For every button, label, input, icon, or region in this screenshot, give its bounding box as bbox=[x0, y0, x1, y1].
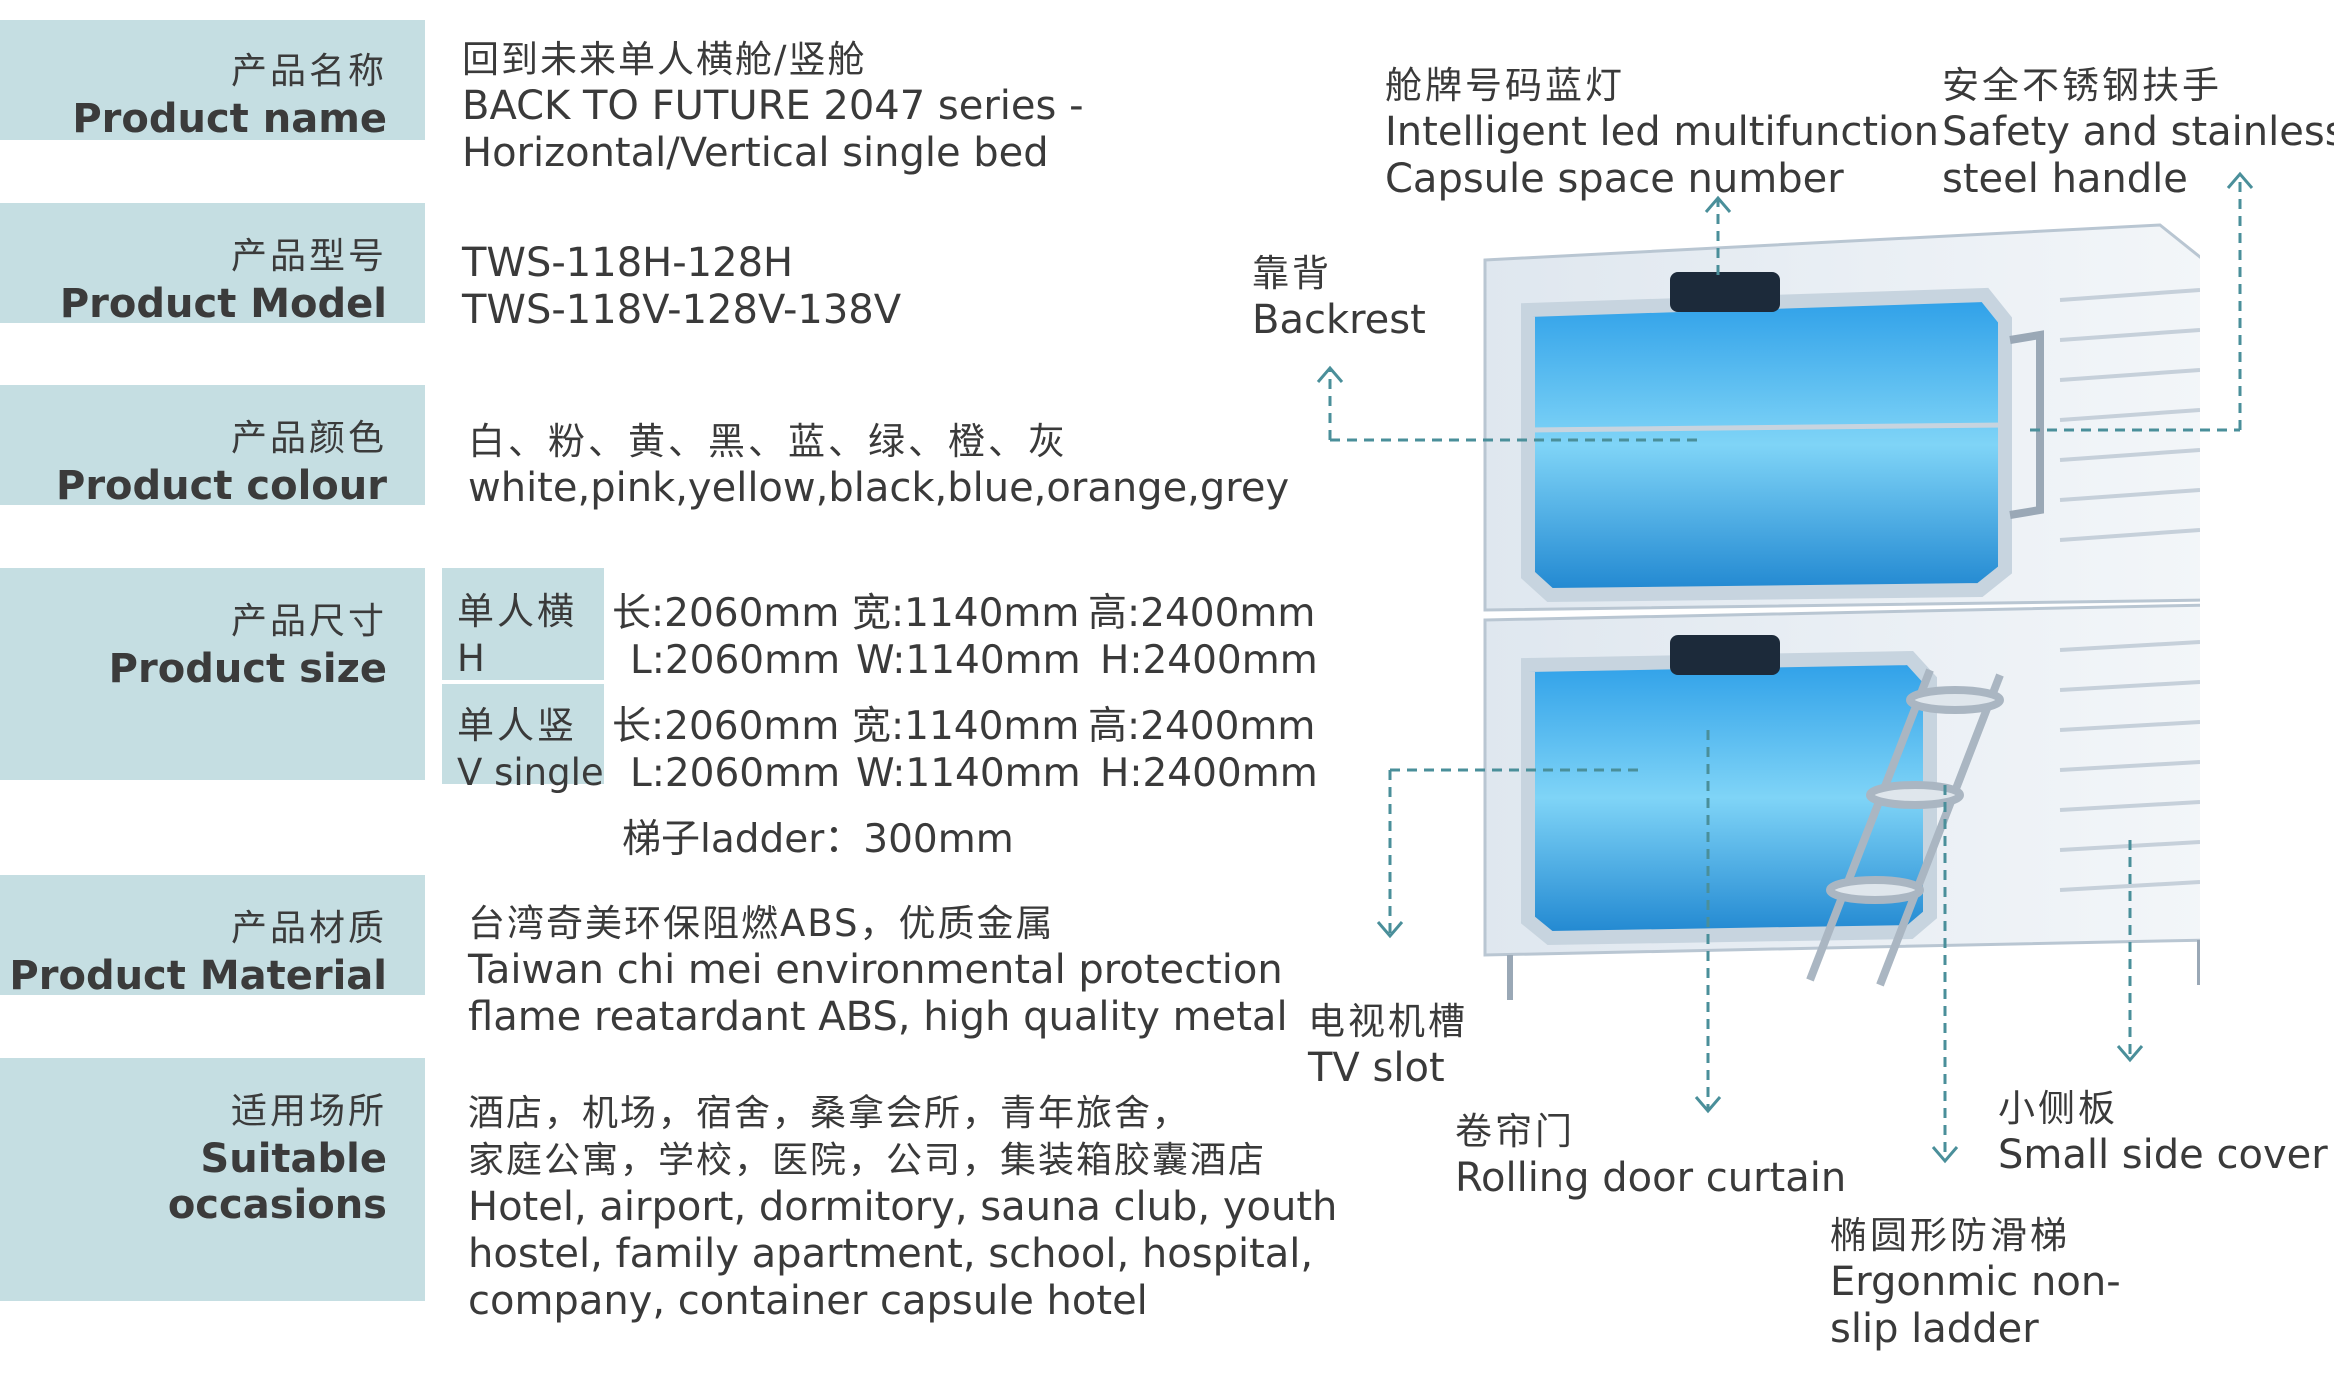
annotation-zh: 卷帘门 bbox=[1455, 1110, 1575, 1153]
spec-label-model: 产品型号 Product Model bbox=[0, 203, 425, 327]
size-dim: 宽:1140mm bbox=[852, 704, 1080, 749]
annotation-backrest: 靠背 Backrest bbox=[1252, 250, 1426, 344]
spec-label-colour: 产品颜色 Product colour bbox=[0, 385, 425, 509]
spec-label-en: Product size bbox=[108, 646, 387, 692]
spec-value-line: flame reatardant ABS, high quality metal bbox=[468, 994, 1288, 1040]
size-tag-v: 单人竖 V single bbox=[442, 684, 604, 794]
spec-label-en: Product name bbox=[72, 96, 387, 142]
annotation-en: Backrest bbox=[1252, 297, 1426, 343]
annotation-handle: 安全不锈钢扶手 Safety and stainless steel handl… bbox=[1942, 62, 2334, 203]
annotation-en: steel handle bbox=[1942, 156, 2188, 202]
annotation-zh: 舱牌号码蓝灯 bbox=[1385, 64, 1625, 107]
led-number-plate bbox=[1670, 272, 1780, 312]
spec-label-zh: 产品型号 bbox=[230, 236, 387, 277]
capsule-bed-illustration bbox=[1483, 223, 2200, 1000]
spec-label-zh: 产品颜色 bbox=[230, 418, 387, 459]
spec-label-en: Suitable occasions bbox=[167, 1136, 387, 1228]
spec-value-line: TWS-118V-128V-138V bbox=[462, 287, 902, 333]
size-dim: L:2060mm bbox=[630, 751, 841, 796]
spec-label-zh: 产品名称 bbox=[230, 51, 387, 92]
annotation-en: Intelligent led multifunction bbox=[1385, 109, 1939, 155]
size-dim: 高:2400mm bbox=[1088, 591, 1316, 636]
spec-value-line: hostel, family apartment, school, hospit… bbox=[468, 1231, 1314, 1277]
spec-value-model: TWS-118H-128H TWS-118V-128V-138V bbox=[462, 240, 901, 334]
spec-value-line: 酒店，机场，宿舍，桑拿会所，青年旅舍， bbox=[468, 1093, 1191, 1134]
spec-label-zh: 产品材质 bbox=[230, 908, 387, 949]
annotation-side-cover: 小侧板 Small side cover bbox=[1998, 1085, 2328, 1179]
lower-capsule bbox=[1483, 603, 2200, 1000]
annotation-en: TV slot bbox=[1308, 1045, 1445, 1091]
size-dim: 宽:1140mm bbox=[852, 591, 1080, 636]
size-dim: 高:2400mm bbox=[1088, 704, 1316, 749]
size-tag-zh: 单人竖 bbox=[457, 704, 577, 747]
annotation-zh: 椭圆形防滑梯 bbox=[1830, 1214, 2070, 1257]
spec-label-en: Product colour bbox=[56, 463, 387, 509]
spec-label-size: 产品尺寸 Product size bbox=[0, 568, 425, 780]
upper-capsule bbox=[1483, 223, 2200, 612]
spec-value-line: 白、粉、黄、黑、蓝、绿、橙、灰 bbox=[468, 420, 1068, 463]
annotation-en: Small side cover bbox=[1998, 1132, 2328, 1178]
spec-label-en: Product Model bbox=[59, 281, 387, 327]
annotation-en: slip ladder bbox=[1830, 1306, 2039, 1352]
annotation-curtain: 卷帘门 Rolling door curtain bbox=[1455, 1108, 1846, 1202]
size-tag-zh: 单人横 bbox=[457, 590, 577, 633]
size-row-v-en: L:2060mm W:1140mm H:2400mm bbox=[612, 750, 1318, 797]
spec-value-occasion: 酒店，机场，宿舍，桑拿会所，青年旅舍， 家庭公寓，学校，医院，公司，集装箱胶囊酒… bbox=[468, 1090, 1337, 1325]
spec-value-line: BACK TO FUTURE 2047 series - bbox=[462, 83, 1084, 129]
annotation-en: Ergonmic non- bbox=[1830, 1259, 2121, 1305]
annotation-tv: 电视机槽 TV slot bbox=[1308, 998, 1468, 1092]
annotation-en: Capsule space number bbox=[1385, 156, 1844, 202]
size-dim: H:2400mm bbox=[1100, 638, 1318, 683]
spec-value-line: Horizontal/Vertical single bed bbox=[462, 130, 1049, 176]
size-tag-h: 单人横 H single bbox=[442, 568, 604, 727]
spec-value-colour: 白、粉、黄、黑、蓝、绿、橙、灰 white,pink,yellow,black,… bbox=[468, 418, 1289, 512]
spec-label-name: 产品名称 Product name bbox=[0, 20, 425, 142]
spec-label-occasion: 适用场所 Suitable occasions bbox=[0, 1058, 425, 1301]
spec-value-name: 回到未来单人横舱/竖舱 BACK TO FUTURE 2047 series -… bbox=[462, 36, 1084, 177]
annotation-zh: 电视机槽 bbox=[1308, 1000, 1468, 1043]
size-dim: W:1140mm bbox=[856, 638, 1081, 683]
annotation-zh: 安全不锈钢扶手 bbox=[1942, 64, 2222, 107]
annotation-en: Rolling door curtain bbox=[1455, 1155, 1847, 1201]
spec-value-line: 家庭公寓，学校，医院，公司，集装箱胶囊酒店 bbox=[468, 1140, 1267, 1181]
spec-value-line: company, container capsule hotel bbox=[468, 1278, 1148, 1324]
spec-value-line: 回到未来单人横舱/竖舱 bbox=[462, 38, 867, 81]
steel-handle bbox=[2009, 330, 2044, 519]
spec-value-line: Hotel, airport, dormitory, sauna club, y… bbox=[468, 1184, 1338, 1230]
ladder-size: 梯子ladder：300mm bbox=[622, 817, 1014, 862]
ladder bbox=[1806, 668, 2004, 987]
size-tag-en: V single bbox=[457, 751, 604, 794]
spec-value-line: white,pink,yellow,black,blue,orange,grey bbox=[468, 465, 1290, 511]
annotation-ladder: 椭圆形防滑梯 Ergonmic non- slip ladder bbox=[1830, 1212, 2121, 1353]
spec-label-zh: 适用场所 bbox=[230, 1091, 387, 1132]
annotation-zh: 小侧板 bbox=[1998, 1087, 2118, 1130]
annotation-en: Safety and stainless bbox=[1942, 109, 2334, 155]
size-dim: W:1140mm bbox=[856, 751, 1081, 796]
spec-label-material: 产品材质 Product Material bbox=[0, 875, 425, 999]
spec-value-line: Taiwan chi mei environmental protection bbox=[468, 947, 1283, 993]
size-dim: 长:2060mm bbox=[612, 704, 840, 749]
size-dim: H:2400mm bbox=[1100, 751, 1318, 796]
spec-label-en: Product Material bbox=[9, 953, 387, 999]
spec-value-line: 台湾奇美环保阻燃ABS，优质金属 bbox=[468, 902, 1055, 945]
annotation-zh: 靠背 bbox=[1252, 252, 1332, 295]
size-dim: 长:2060mm bbox=[612, 591, 840, 636]
spec-label-zh: 产品尺寸 bbox=[230, 601, 387, 642]
spec-value-line: TWS-118H-128H bbox=[462, 240, 794, 286]
spec-value-material: 台湾奇美环保阻燃ABS，优质金属 Taiwan chi mei environm… bbox=[468, 900, 1288, 1041]
annotation-led: 舱牌号码蓝灯 Intelligent led multifunction Cap… bbox=[1385, 62, 1939, 203]
size-dim: L:2060mm bbox=[630, 638, 841, 683]
size-row-h-en: L:2060mm W:1140mm H:2400mm bbox=[612, 637, 1318, 684]
